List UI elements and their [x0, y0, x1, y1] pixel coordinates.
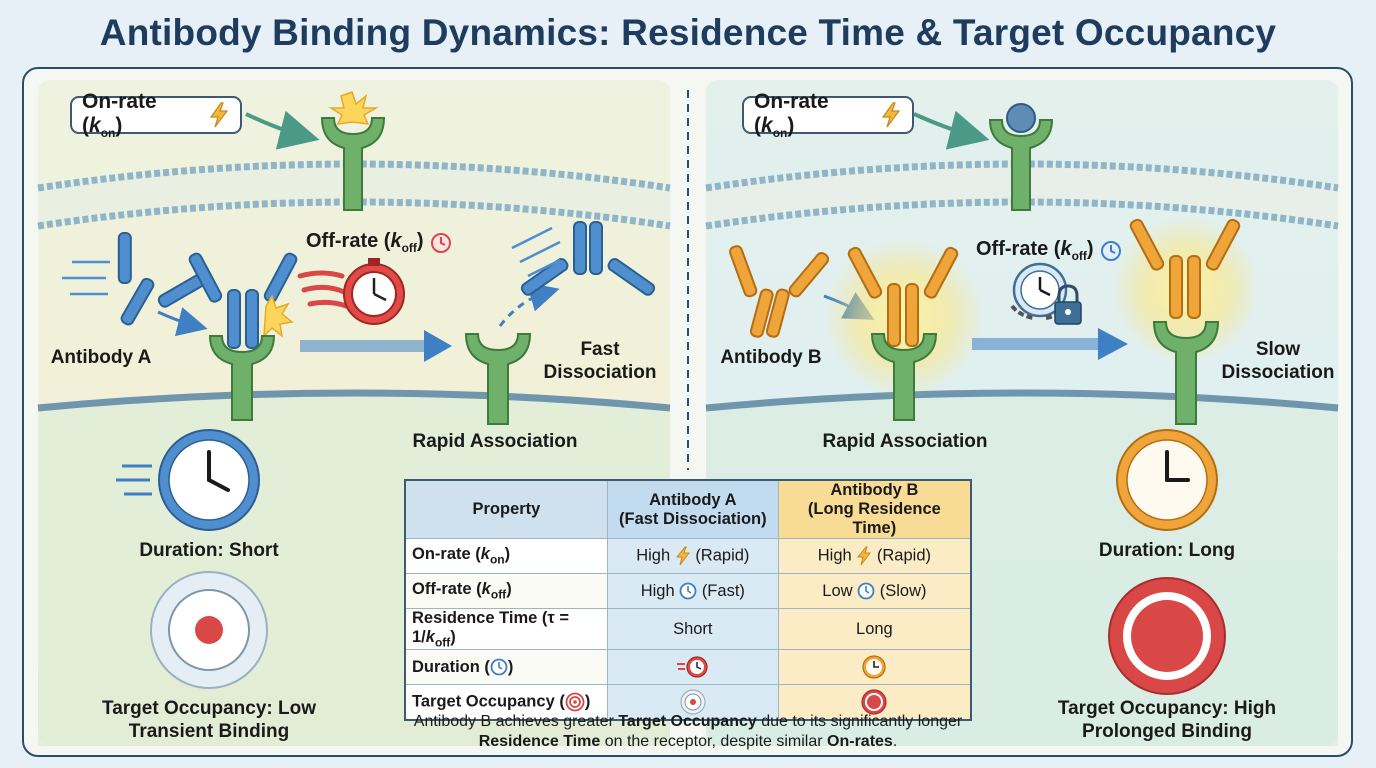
lightning-icon [209, 102, 229, 128]
target-icon [1108, 577, 1226, 695]
cell-b-target-occupancy [777, 684, 972, 721]
clock-icon [1116, 429, 1218, 531]
off-rate-label: Off-rate (koff) [306, 230, 452, 255]
table-row: On-rate (kon) High (Rapid) High (Rapid) [404, 538, 972, 574]
stopwatch-icon [297, 258, 405, 325]
antibody-b-icon [729, 245, 830, 338]
cell-a-target-occupancy [606, 684, 779, 721]
cell-a-residence-time: Short [606, 607, 779, 651]
dissociation-arrow [498, 282, 560, 327]
header-antibody-b: Antibody B(Long Residence Time) [777, 479, 972, 539]
cell-a-duration [606, 649, 779, 686]
cell-b-residence-time: Long [777, 607, 972, 651]
header-antibody-a: Antibody A(Fast Dissociation) [606, 479, 779, 539]
footnote: Antibody B achieves greater Target Occup… [413, 713, 963, 750]
off-rate-label: Off-rate (koff) [976, 238, 1122, 263]
antibody-a-icon [520, 221, 656, 296]
lightning-icon [857, 546, 872, 566]
on-rate-arrow [913, 110, 990, 150]
rapid-association-label: Rapid Association [822, 431, 988, 452]
lightning-icon [675, 546, 690, 566]
antibody-b-bound-icon [1129, 218, 1241, 319]
cell-b-on-rate: High (Rapid) [777, 538, 972, 574]
on-rate-label: On-rate (kon) [742, 90, 914, 140]
table-header-row: Property Antibody A(Fast Dissociation) A… [404, 479, 972, 539]
receptor-icon [1152, 321, 1220, 425]
antibody-b-label: Antibody B [720, 347, 822, 368]
row-label-duration: Duration () [404, 649, 608, 686]
page-title: Antibody Binding Dynamics: Residence Tim… [99, 12, 1277, 53]
stopwatch-icon [676, 656, 708, 678]
cell-a-off-rate: High (Fast) [606, 573, 779, 609]
row-label-off-rate: Off-rate (koff) [404, 573, 608, 609]
clock-icon [679, 582, 697, 600]
row-label-target-occupancy: Target Occupancy () [404, 684, 608, 721]
cell-a-on-rate: High (Rapid) [606, 538, 779, 574]
receptor-icon [988, 119, 1054, 211]
receptor-icon [870, 333, 938, 421]
target-icon [861, 689, 887, 715]
target-icon [680, 689, 706, 715]
clock-icon [862, 655, 886, 679]
receptor-icon [320, 117, 386, 211]
clock-icon [430, 232, 451, 253]
lock-icon [1010, 262, 1082, 325]
row-label-residence-time: Residence Time (τ = 1/koff) [404, 607, 608, 651]
duration-short-label: Duration: Short [139, 540, 279, 561]
antibody-a-bound-icon [188, 252, 298, 349]
right-cell-surface [705, 389, 1339, 412]
cell-b-duration [777, 649, 972, 686]
table-row: Duration () [404, 649, 972, 686]
table-row: Residence Time (τ = 1/koff) Short Long [404, 607, 972, 651]
antibody-b-bound-icon [847, 246, 959, 347]
duration-long-label: Duration: Long [1098, 540, 1236, 561]
burst-icon [328, 91, 379, 125]
binding-arrow [157, 307, 208, 337]
rapid-association-label: Rapid Association [412, 431, 578, 452]
clock-icon [116, 429, 260, 531]
comparison-table: Property Antibody A(Fast Dissociation) A… [404, 479, 972, 722]
motion-lines [62, 260, 110, 296]
table-row: Off-rate (koff) High (Fast) Low (Slow) [404, 573, 972, 609]
cell-b-off-rate: Low (Slow) [777, 573, 972, 609]
on-rate-label: On-rate (kon) [70, 90, 242, 140]
row-label-on-rate: On-rate (kon) [404, 538, 608, 574]
on-rate-arrow [245, 110, 320, 150]
motion-lines [511, 226, 561, 278]
antibody-a-label: Antibody A [50, 347, 152, 368]
receptor-icon [464, 333, 532, 425]
clock-icon [857, 582, 875, 600]
progress-arrowhead [424, 330, 452, 362]
clock-icon [1100, 240, 1121, 261]
ligand-icon [1006, 103, 1036, 133]
header-property: Property [404, 479, 608, 539]
antibody-a-icon [117, 232, 206, 326]
burst-icon [263, 294, 294, 338]
lightning-icon [881, 102, 901, 128]
target-icon [150, 571, 268, 689]
clock-icon [490, 659, 508, 676]
progress-arrowhead [1098, 328, 1128, 360]
table-row: Target Occupancy () [404, 684, 972, 721]
target-icon [565, 692, 585, 712]
receptor-icon [208, 335, 276, 421]
left-cell-surface [37, 389, 671, 412]
